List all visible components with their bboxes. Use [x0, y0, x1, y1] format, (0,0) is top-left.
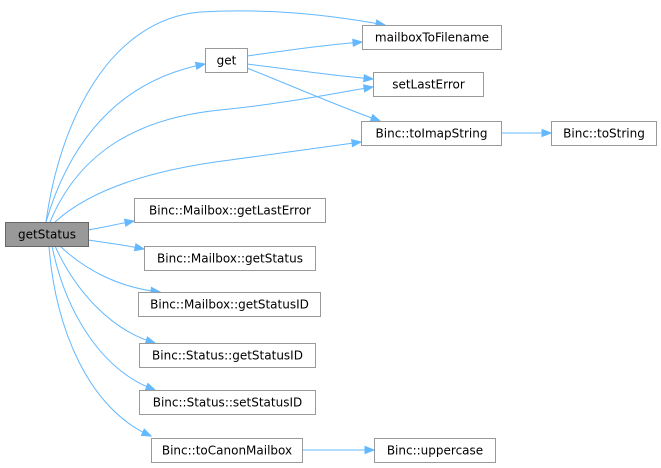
node-getStatus[interactable]: getStatus — [5, 222, 89, 247]
edge-line — [246, 67, 381, 122]
node-label: Binc::Status::setStatusID — [153, 396, 303, 410]
edge-getStatus-to-st_setStatusID — [51, 245, 157, 391]
arrowhead — [144, 336, 157, 345]
edge-get-to-toImapString — [246, 67, 382, 122]
edge-getStatus-to-get — [45, 61, 207, 223]
node-setLastError[interactable]: setLastError — [373, 72, 484, 97]
node-toImapString[interactable]: Binc::toImapString — [361, 121, 502, 146]
nodes-layer: getStatus get mailboxToFilename setLastErro… — [5, 25, 657, 463]
arrowhead — [123, 218, 136, 227]
node-label: Binc::Mailbox::getStatusID — [150, 298, 309, 312]
node-label: Binc::toImapString — [376, 127, 488, 141]
edge-toCanonMailbox-to-uppercase — [301, 445, 376, 455]
edge-line — [54, 245, 156, 344]
node-mb_getLastError[interactable]: Binc::Mailbox::getLastError — [134, 198, 326, 223]
arrowhead — [133, 242, 146, 252]
node-box — [373, 72, 484, 97]
edge-getStatus-to-mb_getStatus — [87, 239, 146, 252]
node-label: mailboxToFilename — [375, 31, 489, 45]
edge-line — [51, 245, 156, 391]
arrowhead — [351, 139, 363, 148]
node-label: getStatus — [18, 228, 76, 242]
edge-toImapString-to-toString — [501, 128, 553, 138]
edge-line — [246, 63, 374, 80]
node-mb_getStatus[interactable]: Binc::Mailbox::getStatus — [144, 246, 316, 271]
node-box — [144, 246, 316, 271]
edge-get-to-setLastError — [246, 63, 375, 83]
arrowhead — [352, 38, 364, 48]
node-uppercase[interactable]: Binc::uppercase — [374, 438, 496, 463]
edge-getStatus-to-mailboxToFilename — [45, 10, 387, 223]
arrowhead — [144, 382, 157, 391]
node-st_setStatusID[interactable]: Binc::Status::setStatusID — [139, 390, 316, 415]
node-box — [139, 390, 316, 415]
node-label: setLastError — [392, 78, 465, 92]
edge-line — [54, 141, 362, 223]
node-label: Binc::uppercase — [387, 444, 483, 458]
node-box — [134, 198, 326, 223]
arrowhead — [140, 428, 153, 437]
node-box — [151, 438, 303, 463]
edge-get-to-mailboxToFilename — [246, 38, 364, 57]
edge-line — [246, 41, 363, 57]
node-mailboxToFilename[interactable]: mailboxToFilename — [362, 25, 502, 50]
arrowhead — [363, 73, 375, 83]
arrowhead — [369, 113, 382, 122]
node-box — [5, 222, 89, 247]
arrowhead — [541, 128, 553, 138]
node-box — [138, 292, 321, 317]
edge-line — [48, 245, 152, 437]
node-mb_getStatusID[interactable]: Binc::Mailbox::getStatusID — [138, 292, 321, 317]
edge-getStatus-to-setLastError — [49, 84, 375, 223]
arrowhead — [362, 84, 375, 93]
arrowhead — [364, 445, 376, 455]
node-box — [139, 343, 316, 368]
node-toString[interactable]: Binc::toString — [551, 121, 657, 146]
node-label: Binc::Status::getStatusID — [152, 349, 303, 363]
node-box — [205, 48, 248, 73]
node-label: Binc::toCanonMailbox — [162, 444, 292, 458]
edge-getStatus-to-mb_getLastError — [87, 218, 136, 231]
edge-line — [59, 245, 161, 293]
edge-line — [49, 86, 374, 223]
node-st_getStatusID[interactable]: Binc::Status::getStatusID — [139, 343, 316, 368]
node-box — [362, 25, 502, 50]
node-label: Binc::Mailbox::getStatus — [157, 252, 303, 266]
node-get[interactable]: get — [205, 48, 248, 73]
arrowhead — [194, 61, 207, 71]
edge-getStatus-to-toImapString — [54, 139, 363, 223]
edge-line — [45, 10, 386, 223]
node-box — [551, 121, 657, 146]
node-toCanonMailbox[interactable]: Binc::toCanonMailbox — [151, 438, 303, 463]
node-box — [374, 438, 496, 463]
node-box — [361, 121, 502, 146]
node-label: get — [217, 54, 237, 68]
node-label: Binc::Mailbox::getLastError — [149, 204, 311, 218]
node-label: Binc::toString — [563, 127, 645, 141]
edge-getStatus-to-toCanonMailbox — [48, 245, 153, 437]
edge-line — [45, 63, 206, 223]
